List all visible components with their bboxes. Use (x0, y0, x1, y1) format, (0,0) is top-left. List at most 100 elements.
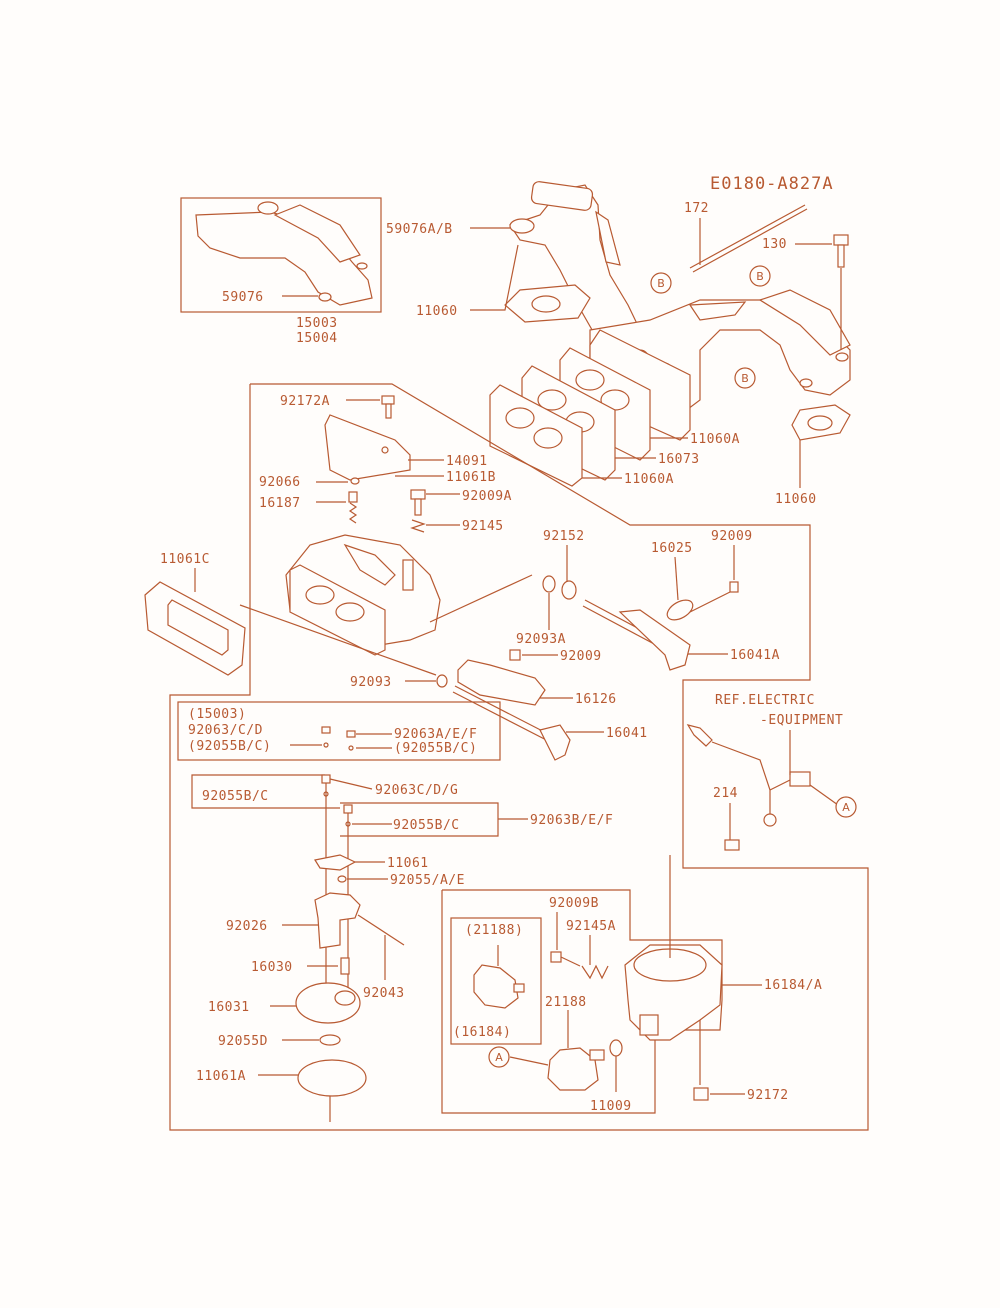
oring-92055bc-r (348, 745, 354, 751)
gasket-hole (807, 415, 833, 431)
part-label-92145a: 92145A (566, 919, 616, 934)
part-label-16030: 16030 (251, 960, 293, 975)
part-label-92066: 92066 (259, 475, 301, 490)
diagram-id: E0180-A827A (710, 174, 834, 194)
part-label-11060a-1: 11060A (690, 432, 740, 447)
wire-terminal (789, 771, 811, 787)
gasket-bore (533, 427, 563, 449)
spring-92145 (410, 519, 426, 533)
bracket-hole (381, 446, 389, 454)
stud-172 (689, 204, 806, 269)
screw-92172 (693, 1087, 709, 1101)
manifold-slot (595, 210, 621, 266)
manifold-port (688, 301, 747, 321)
part-label-59076: 59076 (222, 290, 264, 305)
part-label-92055bc-r: (92055B/C) (394, 741, 477, 756)
ref-equipment-label: -EQUIPMENT (760, 713, 843, 728)
oring-92055ae (337, 875, 347, 883)
part-label-214: 214 (713, 786, 738, 801)
gasket-11061a (297, 1059, 367, 1097)
part-label-92009-mid: 92009 (560, 649, 602, 664)
callout-b-2 (749, 265, 771, 287)
part-label-11061b: 11061B (446, 470, 496, 485)
part-label-92063aef: 92063A/E/F (394, 727, 477, 742)
solenoid-21188-tip (589, 1049, 605, 1061)
part-label-92026: 92026 (226, 919, 268, 934)
part-label-59076ab: 59076A/B (386, 222, 453, 237)
part-label-21188: 21188 (545, 995, 587, 1010)
part-label-16073: 16073 (658, 452, 700, 467)
carburetor-bore (335, 602, 365, 622)
intake-duct-flange (273, 204, 361, 263)
ref-electric-label: REF.ELECTRIC (715, 693, 815, 708)
duct-hole (356, 262, 368, 270)
part-label-92145: 92145 (462, 519, 504, 534)
oring-92055d (319, 1034, 341, 1046)
part-label-16184-box: (16184) (453, 1025, 511, 1040)
part-label-11060-right: 11060 (775, 492, 817, 507)
part-label-16041a: 16041A (730, 648, 780, 663)
part-label-11009: 11009 (590, 1099, 632, 1114)
part-label-15003: 15003 (296, 316, 338, 331)
gasket-bore (505, 407, 535, 429)
part-label-92009b: 92009B (549, 896, 599, 911)
solenoid-terminal (513, 983, 525, 993)
jet-detail-box (177, 701, 501, 761)
solenoid-21188-detail (473, 964, 519, 1009)
manifold-inlet-flange (530, 181, 594, 211)
throttle-shaft-edge (452, 691, 559, 747)
part-label-11061: 11061 (387, 856, 429, 871)
spring-16187 (348, 502, 358, 524)
leader-92009-top-link (689, 591, 731, 613)
oring-92055bc-l (323, 742, 329, 748)
gasket-11061 (314, 854, 357, 871)
screw-92009a-head (410, 489, 426, 500)
float-92026 (314, 892, 361, 949)
part-label-92009a: 92009A (462, 489, 512, 504)
spring-92145a (581, 964, 609, 980)
choke-plate-16025 (666, 599, 694, 621)
callout-a-electric-text: A (842, 801, 850, 814)
part-label-16041: 16041 (606, 726, 648, 741)
part-label-16126: 16126 (575, 692, 617, 707)
leader-92063cdg (329, 778, 373, 790)
part-label-92063cd: 92063/C/D (188, 723, 263, 738)
part-label-15004: 15004 (296, 331, 338, 346)
stud-172-edge (692, 208, 808, 273)
axis-line-choke (429, 574, 533, 623)
part-label-16187: 16187 (259, 496, 301, 511)
part-label-92055bc-l: (92055B/C) (188, 739, 271, 754)
solenoid-21188 (547, 1047, 599, 1091)
screw-92009-top (729, 581, 739, 593)
pump-detail-frame (441, 889, 723, 1114)
callout-b-2-text: B (756, 270, 764, 283)
gasket-bore (575, 369, 605, 391)
ring-92093 (436, 674, 448, 688)
part-label-92172a: 92172A (280, 394, 330, 409)
screw-16187-head (348, 491, 358, 503)
throttle-plate-16126 (457, 659, 546, 706)
part-label-92055bc-3: 92055B/C (393, 818, 460, 833)
wire-branch (769, 779, 791, 791)
bracket-92055bc (191, 774, 340, 809)
part-label-16025: 16025 (651, 541, 693, 556)
inset-box-59076 (180, 197, 382, 313)
part-label-92063bef: 92063B/E/F (530, 813, 613, 828)
float-bowl-boss (334, 990, 356, 1006)
screw-92009a-shank (414, 498, 422, 516)
screw-92009-mid (509, 649, 521, 661)
callout-a-pump (488, 1046, 510, 1068)
throttle-linkage (343, 543, 396, 586)
gasket-hole (531, 295, 561, 313)
screw-92009b (550, 951, 562, 963)
solenoid-connector (686, 724, 713, 747)
jet-92063cd (321, 726, 331, 734)
callout-b-3-text: B (741, 372, 749, 385)
manifold-right-elbow (758, 289, 851, 356)
solenoid-detail-box (450, 917, 542, 1045)
part-label-92093a: 92093A (516, 632, 566, 647)
manifold-hole (799, 378, 813, 388)
part-label-box-15003: (15003) (188, 707, 246, 722)
